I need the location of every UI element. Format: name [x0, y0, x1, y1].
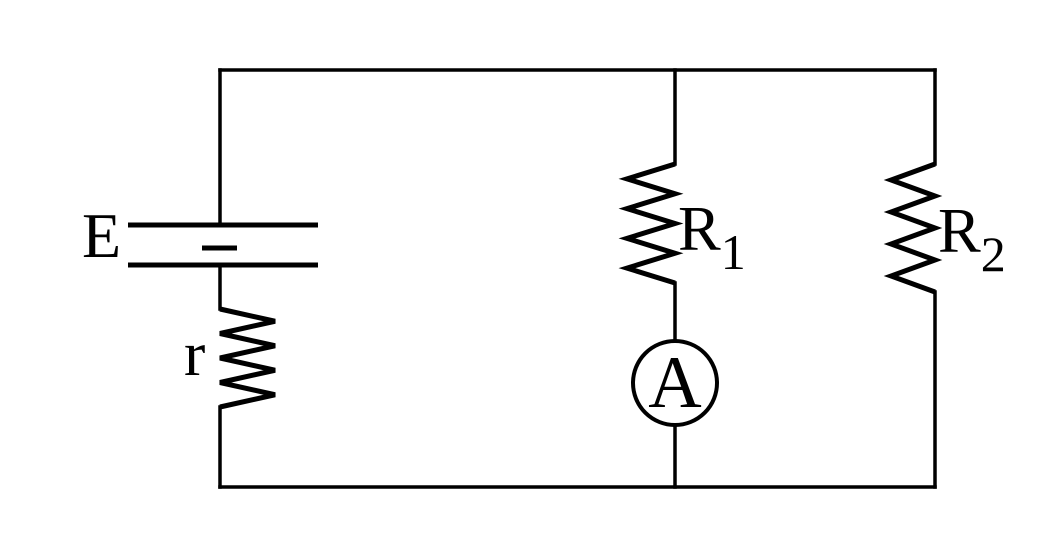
internal-resistance-zigzag — [219, 306, 276, 410]
ammeter-circle — [631, 339, 719, 427]
battery-emf-label: E — [82, 200, 121, 271]
resistor-1-label: R1 — [678, 193, 746, 280]
resistor-1-label-subscript: 1 — [721, 224, 746, 280]
circuit-geometry — [128, 68, 943, 489]
resistor-1-label-base: R — [678, 193, 721, 264]
resistor-2-label: R2 — [938, 195, 1006, 282]
resistor-2-zigzag — [883, 161, 943, 295]
internal-resistance-label: r — [184, 318, 205, 389]
resistor-2-label-base: R — [938, 195, 981, 266]
resistor-2-label-subscript: 2 — [981, 226, 1006, 282]
ammeter-label: A — [648, 342, 701, 424]
resistor-1-zigzag — [618, 161, 684, 286]
